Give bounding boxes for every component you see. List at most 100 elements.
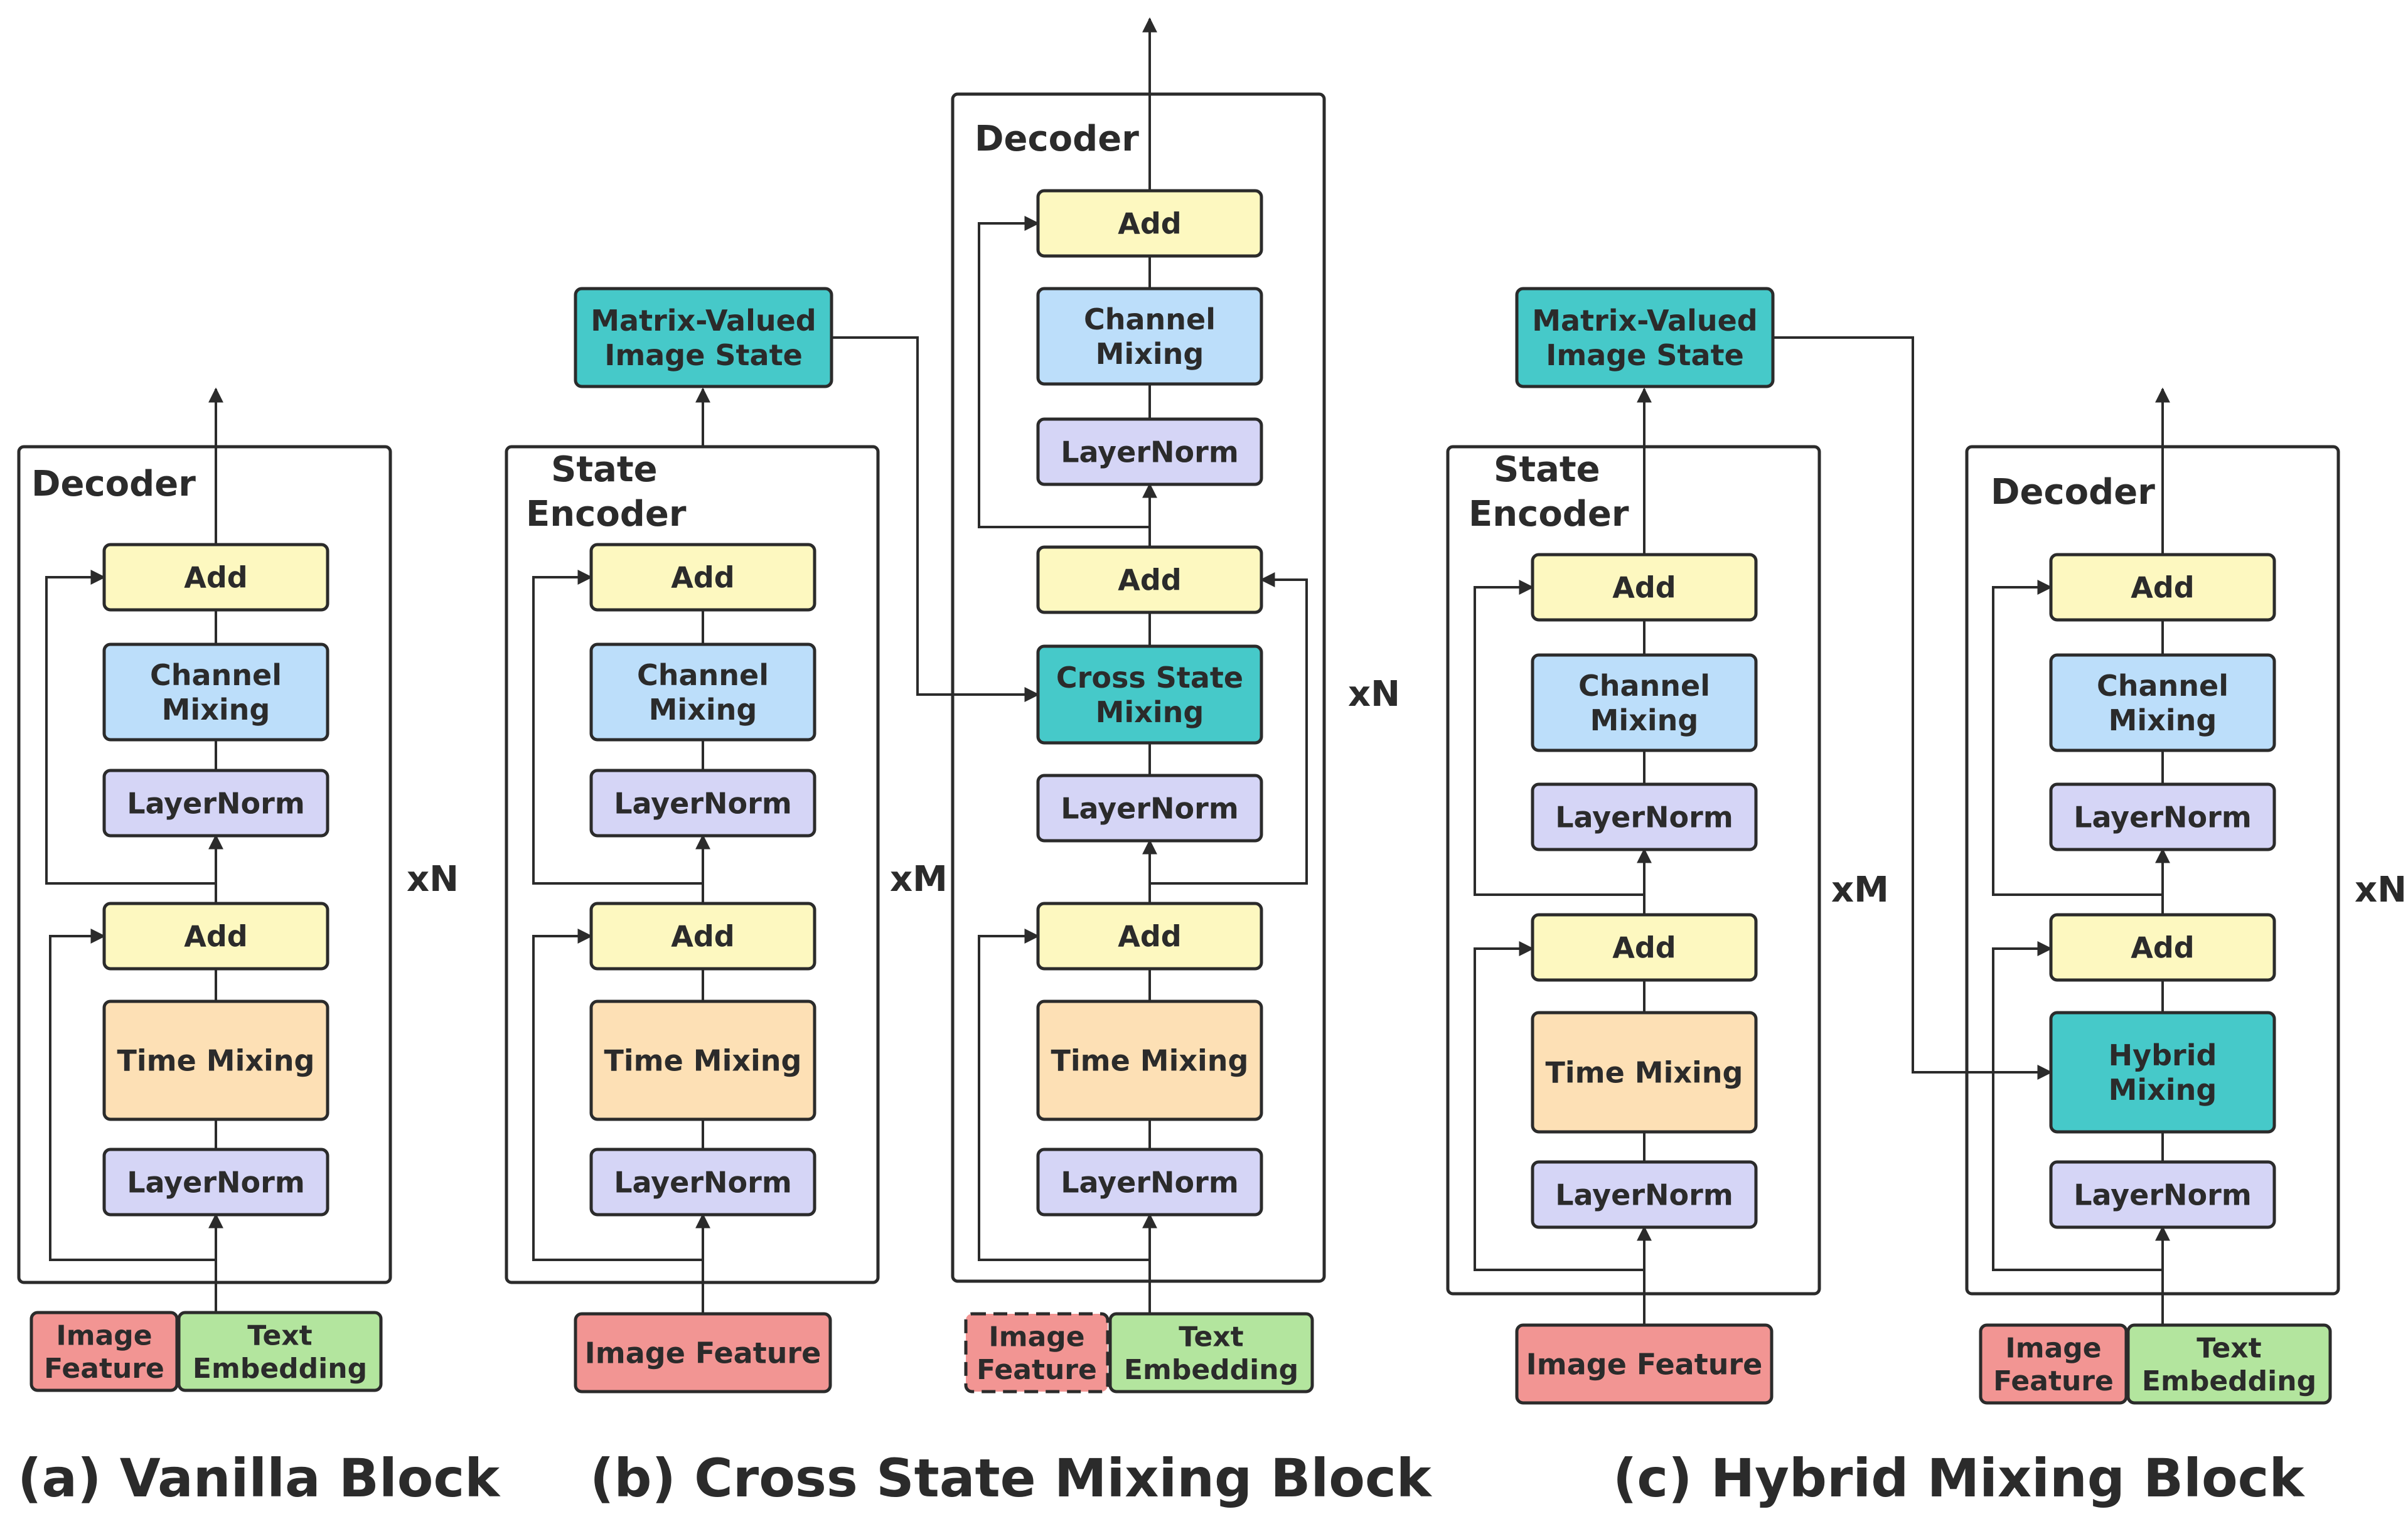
vanilla-layernorm-bottom: LayerNorm bbox=[102, 1148, 329, 1217]
c-decoder-residual-bottom bbox=[1992, 941, 2163, 1271]
b-dec-add-1-text: Add bbox=[1118, 207, 1181, 241]
caption-cross-state-block: (b) Cross State Mixing Block bbox=[590, 1447, 1433, 1509]
b-encoder-add-top: Add bbox=[589, 543, 816, 612]
b-encoder-channel-mixing-text: Channel bbox=[637, 658, 769, 692]
c-decoder-add-bottom-text: Add bbox=[2131, 931, 2194, 965]
c-matrix-valued-image-state-text: Image State bbox=[1546, 338, 1744, 372]
c-decoder-layernorm-bottom: LayerNorm bbox=[2049, 1160, 2276, 1229]
decoder-label-c: Decoder bbox=[1991, 472, 2155, 513]
b-encoder-residual-top bbox=[532, 570, 703, 885]
b-dec-image-feature-dashed-text: Image bbox=[988, 1321, 1084, 1353]
c-encoder-time-mixing: Time Mixing bbox=[1531, 1011, 1758, 1134]
b-dec-layernorm-3-text: LayerNorm bbox=[1061, 1166, 1239, 1200]
b-dec-add-3: Add bbox=[1036, 902, 1263, 971]
vanilla-time-mixing-text: Time Mixing bbox=[117, 1044, 315, 1078]
b-encoder-residual-bottom bbox=[532, 929, 703, 1261]
c-encoder-residual-bottom bbox=[1474, 941, 1644, 1271]
c-encoder-add-bottom-text: Add bbox=[1612, 931, 1676, 965]
b-encoder-add-bottom-text: Add bbox=[671, 920, 734, 954]
vanilla-add-bottom: Add bbox=[102, 902, 329, 971]
vanilla-channel-mixing-text: Channel bbox=[150, 658, 282, 692]
vanilla-layernorm-bottom-text: LayerNorm bbox=[127, 1166, 305, 1200]
b-dec-add-3-text: Add bbox=[1118, 920, 1181, 954]
state-encoder-label-c-line1: State bbox=[1494, 449, 1600, 490]
hybrid-decoder-frame bbox=[1965, 445, 2340, 1296]
c-encoder-add-bottom: Add bbox=[1531, 913, 1758, 982]
c-decoder-image-feature-text: Feature bbox=[1993, 1365, 2114, 1397]
caption-vanilla-block: (a) Vanilla Block bbox=[18, 1447, 501, 1509]
c-encoder-layernorm-top-text: LayerNorm bbox=[1555, 801, 1733, 834]
vanilla-layernorm-top: LayerNorm bbox=[102, 769, 329, 838]
vanilla-channel-mixing-text: Mixing bbox=[162, 693, 270, 727]
b-dec-cross-state-mixing-text: Mixing bbox=[1096, 695, 1204, 729]
b-image-feature-text: Image Feature bbox=[585, 1336, 821, 1370]
c-decoder-channel-mixing-text: Mixing bbox=[2109, 703, 2217, 737]
c-encoder-time-mixing-text: Time Mixing bbox=[1546, 1056, 1743, 1090]
b-dec-residual-top bbox=[978, 216, 1150, 528]
vanilla-image-feature-text: Image bbox=[56, 1319, 152, 1351]
c-encoder-channel-mixing-text: Channel bbox=[1578, 669, 1710, 703]
b-matrix-valued-image-state-text: Matrix-Valued bbox=[591, 304, 816, 338]
b-dec-layernorm-1-text: LayerNorm bbox=[1061, 435, 1239, 469]
state-encoder-label-c-line2: Encoder bbox=[1469, 494, 1629, 535]
repeat-label-a: xN bbox=[407, 859, 459, 900]
b-image-feature: Image Feature bbox=[574, 1312, 832, 1393]
c-encoder-channel-mixing-text: Mixing bbox=[1590, 703, 1699, 737]
c-state-injection bbox=[1773, 336, 2053, 1080]
c-decoder-hybrid-mixing-text: Mixing bbox=[2109, 1073, 2217, 1107]
c-encoder-layernorm-bottom: LayerNorm bbox=[1531, 1160, 1758, 1229]
vanilla-text-embedding-text: Embedding bbox=[193, 1353, 367, 1385]
b-dec-channel-mixing-text: Mixing bbox=[1096, 337, 1204, 371]
b-dec-time-mixing-text: Time Mixing bbox=[1051, 1044, 1249, 1078]
cross-state-encoder-frame bbox=[505, 445, 880, 1284]
vanilla-add-top: Add bbox=[102, 543, 329, 612]
b-encoder-add-top-text: Add bbox=[671, 561, 734, 595]
b-state-injection bbox=[832, 336, 1040, 702]
c-encoder-layernorm-bottom-text: LayerNorm bbox=[1555, 1178, 1733, 1212]
c-encoder-add-top-text: Add bbox=[1612, 571, 1676, 605]
vanilla-image-feature-text: Feature bbox=[44, 1353, 164, 1385]
c-decoder-add-bottom: Add bbox=[2049, 913, 2276, 982]
b-encoder-layernorm-bottom: LayerNorm bbox=[589, 1148, 816, 1217]
repeat-label-c-encoder: xM bbox=[1831, 870, 1889, 910]
b-matrix-valued-image-state-text: Image State bbox=[604, 338, 803, 372]
b-dec-layernorm-2-text: LayerNorm bbox=[1061, 792, 1239, 826]
b-dec-layernorm-2: LayerNorm bbox=[1036, 774, 1263, 843]
c-decoder-channel-mixing-text: Channel bbox=[2097, 669, 2229, 703]
c-decoder-residual-top bbox=[1992, 580, 2163, 896]
b-encoder-add-bottom: Add bbox=[589, 902, 816, 971]
b-dec-cross-state-mixing-text: Cross State bbox=[1056, 661, 1243, 695]
state-encoder-label-b-line2: Encoder bbox=[526, 494, 687, 535]
vanilla-text-embedding-text: Text bbox=[247, 1319, 312, 1351]
b-dec-add-2: Add bbox=[1036, 545, 1263, 614]
repeat-label-b-decoder: xN bbox=[1348, 674, 1400, 715]
c-image-feature-text: Image Feature bbox=[1526, 1348, 1763, 1382]
b-dec-text-embedding-text: Text bbox=[1179, 1321, 1243, 1353]
caption-hybrid-block: (c) Hybrid Mixing Block bbox=[1613, 1447, 2305, 1509]
vanilla-add-top-text: Add bbox=[184, 561, 247, 595]
b-encoder-channel-mixing-text: Mixing bbox=[649, 693, 757, 727]
b-encoder-time-mixing: Time Mixing bbox=[589, 999, 816, 1121]
c-decoder-layernorm-top: LayerNorm bbox=[2049, 782, 2276, 851]
b-dec-layernorm-3: LayerNorm bbox=[1036, 1148, 1263, 1217]
vanilla-residual-bottom bbox=[49, 929, 216, 1261]
b-dec-channel-mixing-text: Channel bbox=[1084, 302, 1216, 336]
c-decoder-layernorm-top-text: LayerNorm bbox=[2074, 801, 2252, 834]
c-decoder-layernorm-bottom-text: LayerNorm bbox=[2074, 1178, 2252, 1212]
repeat-label-c-decoder: xN bbox=[2355, 870, 2407, 910]
b-dec-text-embedding-text: Embedding bbox=[1124, 1354, 1298, 1386]
b-encoder-layernorm-bottom-text: LayerNorm bbox=[614, 1166, 792, 1200]
hybrid-encoder-frame bbox=[1446, 445, 1821, 1296]
c-decoder-text-embedding-text: Text bbox=[2197, 1332, 2261, 1364]
c-matrix-valued-image-state-text: Matrix-Valued bbox=[1532, 304, 1757, 338]
